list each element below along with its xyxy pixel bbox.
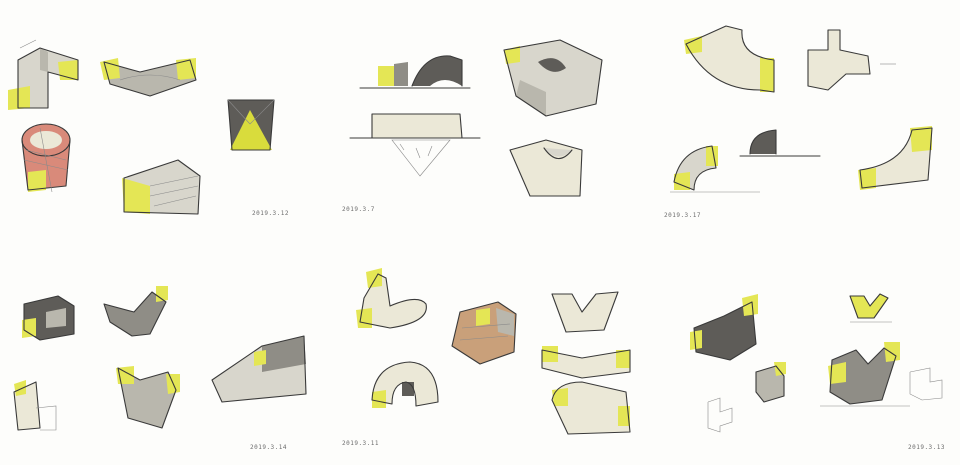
panel-4-drawings — [13, 286, 307, 431]
sketch-t-block — [8, 39, 79, 110]
sketch-panel-2: 2019.3.7 — [320, 0, 650, 232]
sketch-panel-5: 2019.3.11 — [320, 232, 660, 465]
sketch-curved-ramp — [670, 145, 760, 193]
sketch-curved-wall — [858, 126, 933, 190]
sketch-dark-c-block — [22, 295, 75, 341]
panel-2-date: 2019.3.7 — [342, 206, 375, 213]
sketch-wire-steps — [707, 367, 943, 433]
sketch-l-block — [116, 366, 180, 429]
sketch-panel-6: 2019.3.13 — [660, 232, 960, 465]
sketch-curved-roof-elevation — [359, 55, 471, 89]
panel-4-date: 2019.3.14 — [250, 444, 288, 451]
sketch-panel-4: 2019.3.14 — [0, 232, 320, 465]
sketch-notched-plan — [509, 139, 583, 197]
sketch-dark-angular-block — [690, 294, 758, 361]
panel-3-drawings — [670, 25, 933, 193]
sketch-block-with-hole — [503, 39, 603, 117]
panel-1-drawings — [8, 39, 275, 215]
sketch-long-ramp — [211, 335, 307, 403]
sketch-flat-bar — [541, 346, 631, 379]
sketch-step-block — [755, 362, 786, 403]
sketch-large-y-sculpture — [820, 342, 910, 407]
sketch-dark-triangle-block — [227, 99, 275, 151]
panel-6-drawings — [690, 293, 943, 433]
panel-2-drawings — [349, 39, 603, 197]
sketch-t-plan — [807, 29, 896, 91]
sketch-curved-stair-block — [551, 381, 631, 435]
sketch-curved-l-block — [356, 268, 427, 329]
sketch-corner-frame — [13, 380, 57, 431]
panel-5-drawings — [356, 268, 631, 435]
panel-3-date: 2019.3.17 — [664, 212, 702, 219]
sketch-saddle-block — [100, 58, 197, 97]
sketch-ramp-block — [122, 159, 201, 215]
sketch-u-block — [103, 286, 168, 337]
sketch-brick-model — [451, 301, 517, 365]
sketch-arch-ring — [371, 361, 439, 408]
sketch-panel-1: 2019.3.12 — [0, 0, 320, 232]
sketch-section-triangle — [349, 113, 481, 177]
sketch-panel-3: 2019.3.17 — [650, 0, 960, 232]
sketch-small-elevation — [739, 129, 821, 157]
sketch-y-plan — [551, 291, 619, 333]
sketch-curved-u-block — [684, 25, 775, 93]
sketch-red-cylinder — [21, 123, 71, 193]
panel-5-date: 2019.3.11 — [342, 440, 380, 447]
panel-6-date: 2019.3.13 — [908, 444, 946, 451]
sketch-small-y — [849, 293, 892, 323]
panel-1-date: 2019.3.12 — [252, 210, 290, 217]
